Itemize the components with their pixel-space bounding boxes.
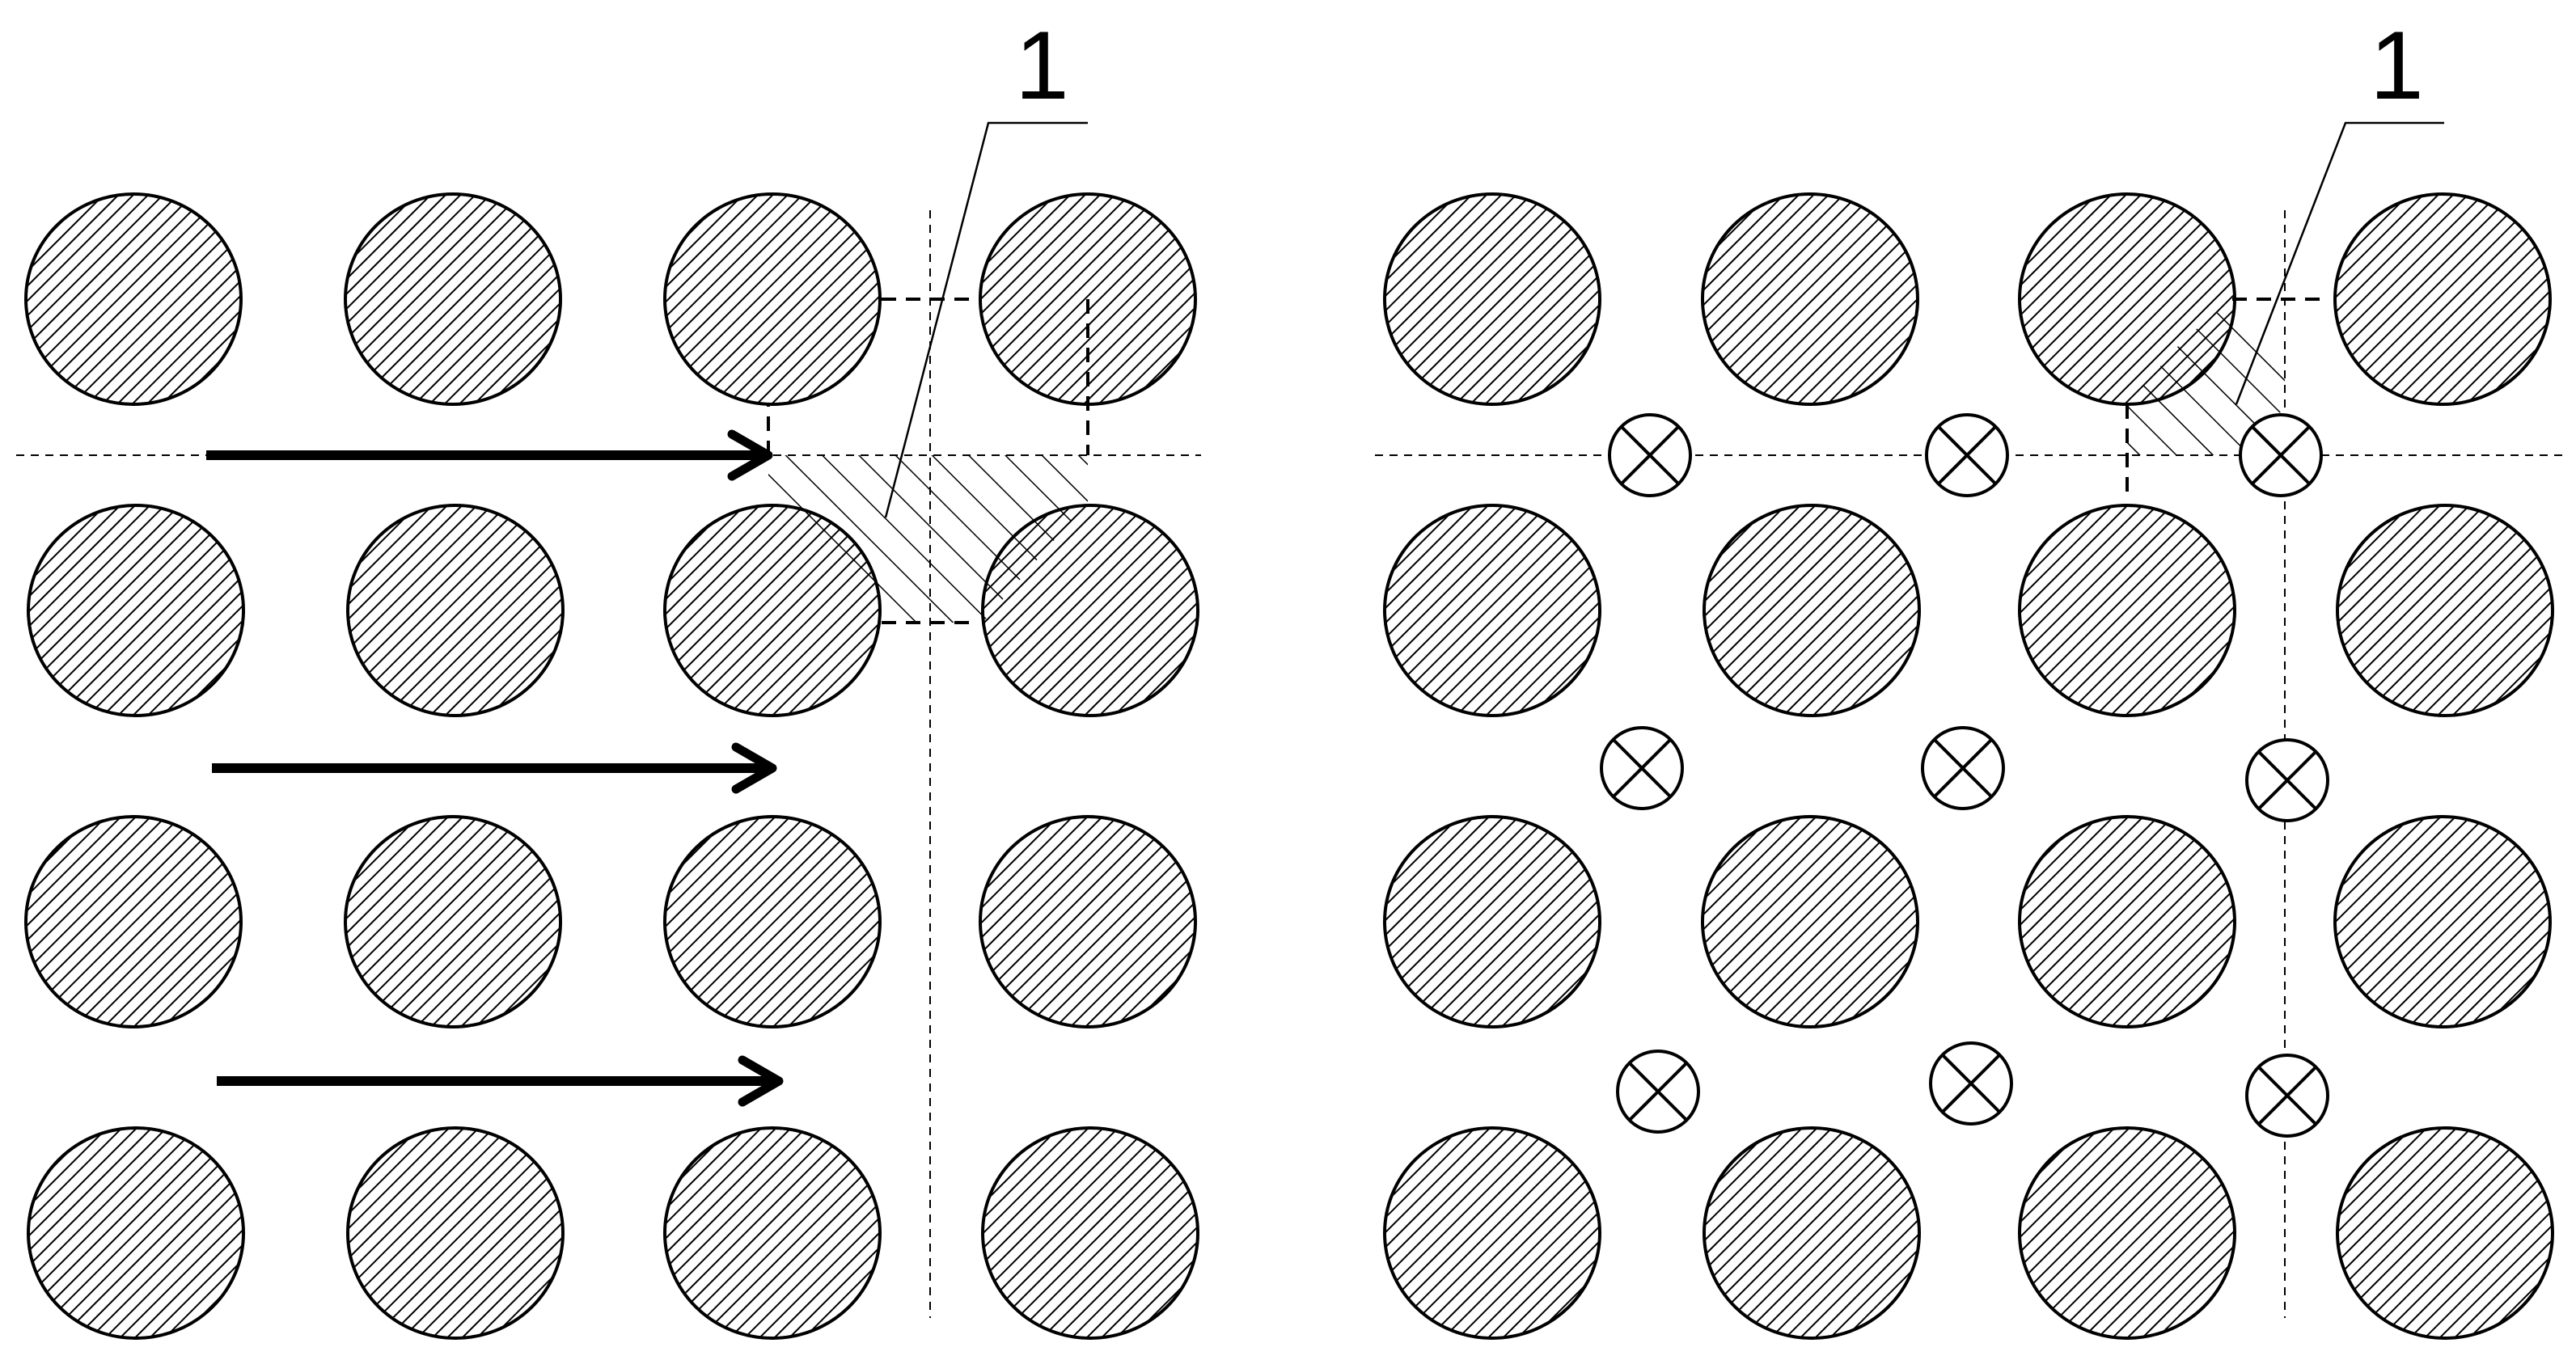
cross-circle-icon (2245, 738, 2329, 822)
rod (1383, 504, 1601, 717)
rod (346, 504, 565, 717)
cross-circle-icon (1600, 726, 1684, 810)
right-subchannel-region (2127, 299, 2285, 455)
cross-circle-icon (1616, 1050, 1700, 1134)
cross-circle-icon (1925, 413, 2009, 497)
cross-circle-markers (1600, 413, 2329, 1138)
left-panel-label: 1 (1015, 11, 1069, 120)
rod (24, 815, 243, 1028)
rod (1701, 815, 1919, 1028)
right-panel-label: 1 (2370, 11, 2424, 120)
rod (27, 1126, 245, 1340)
cross-circle-icon (1921, 726, 2005, 810)
rod (344, 815, 562, 1028)
right-panel: 1 (1375, 11, 2564, 1340)
left-label-leader (884, 121, 1088, 518)
left-panel: 1 (16, 11, 1201, 1340)
rod (1701, 192, 1919, 406)
rod (2018, 504, 2236, 717)
rod (663, 1126, 882, 1340)
rod (981, 1126, 1199, 1340)
cross-circle-icon (1929, 1041, 2013, 1126)
rod (2018, 815, 2236, 1028)
rod (2333, 192, 2552, 406)
cross-circle-icon (1608, 413, 1692, 497)
rod (1383, 1126, 1601, 1340)
rod (2018, 1126, 2236, 1340)
flow-arrow (206, 429, 773, 481)
rod (979, 192, 1197, 406)
cross-circle-icon (2245, 1054, 2329, 1138)
rod (346, 1126, 565, 1340)
rod (663, 815, 882, 1028)
rod (344, 192, 562, 406)
rod (2336, 1126, 2554, 1340)
rod (2018, 192, 2236, 406)
rod (27, 504, 245, 717)
cross-circle-icon (2239, 413, 2323, 497)
rod (1383, 192, 1601, 406)
rod (1703, 1126, 1921, 1340)
flow-arrow (212, 742, 777, 794)
flow-arrow (217, 1055, 784, 1107)
rod (1703, 504, 1921, 717)
rod (2333, 815, 2552, 1028)
rod (663, 504, 882, 717)
rod (2336, 504, 2554, 717)
rod (1383, 815, 1601, 1028)
right-label-leader (2235, 121, 2444, 405)
rod (663, 192, 882, 406)
rod (981, 504, 1199, 717)
rod (979, 815, 1197, 1028)
rod (24, 192, 243, 406)
